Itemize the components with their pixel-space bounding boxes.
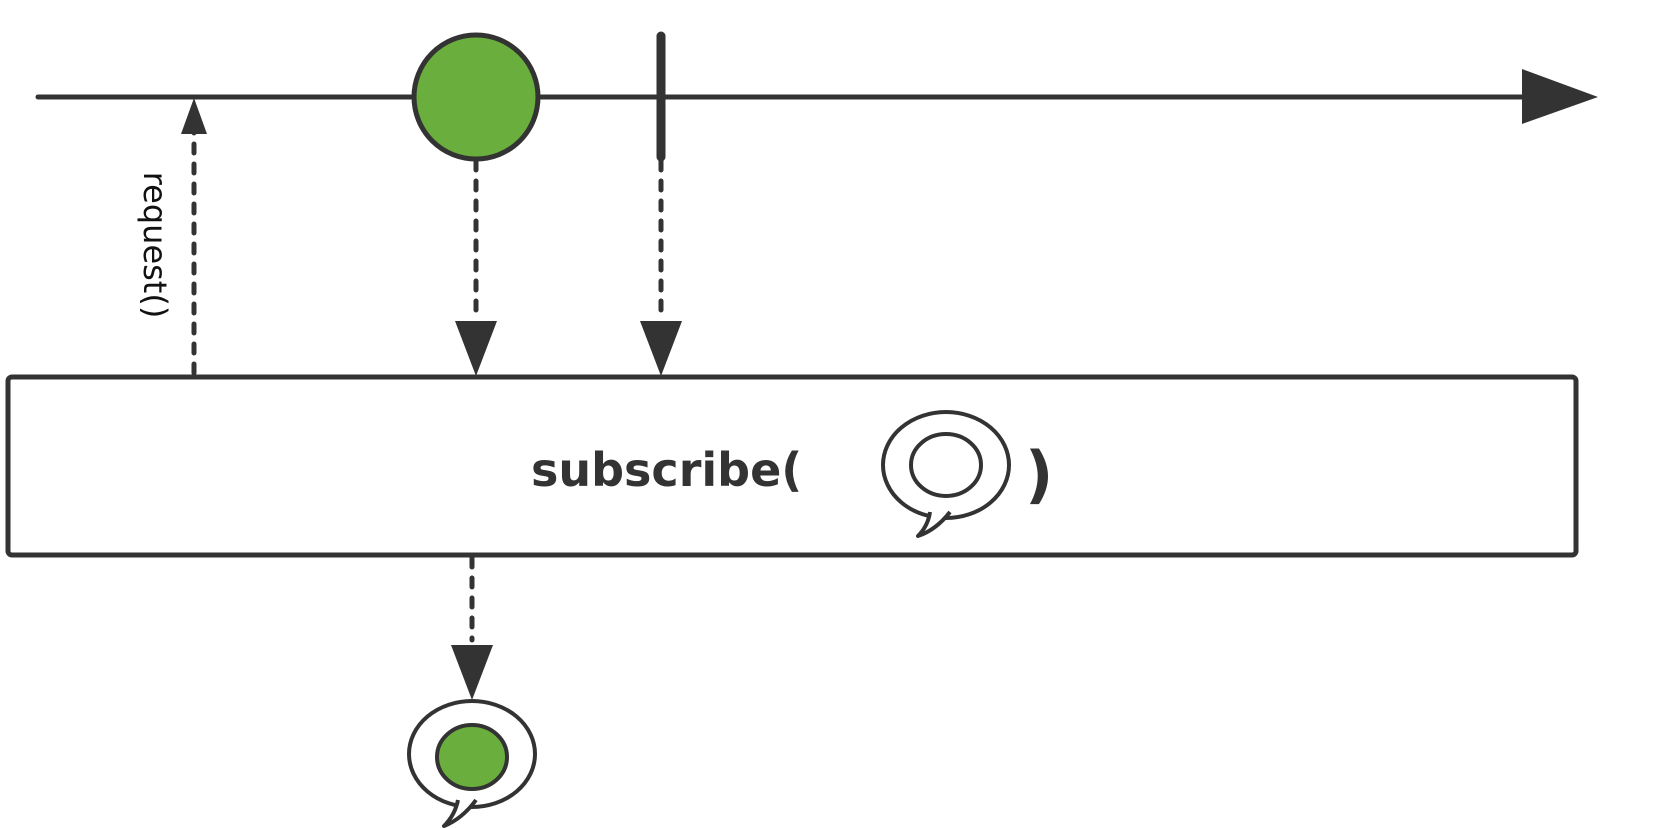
emitted-item	[411, 32, 541, 162]
operator-name: subscribe(	[531, 443, 802, 497]
operator-box	[5, 374, 1579, 558]
completion-arrowhead	[640, 321, 682, 376]
timeline-arrowhead	[1522, 69, 1598, 124]
operator-close: )	[1025, 438, 1053, 511]
source-timeline	[35, 69, 1598, 124]
request-label: request()	[136, 172, 174, 319]
item-to-operator-arrow	[455, 158, 497, 376]
result-arrowhead	[451, 645, 493, 700]
request-arrowhead	[181, 98, 207, 134]
request-arrow	[181, 98, 207, 376]
speech-bubble-with-item-icon	[407, 699, 537, 828]
result-arrow	[451, 555, 493, 700]
speech-bubble-icon	[881, 410, 1011, 538]
item-arrowhead	[455, 321, 497, 376]
completion-to-operator-arrow	[640, 158, 682, 376]
